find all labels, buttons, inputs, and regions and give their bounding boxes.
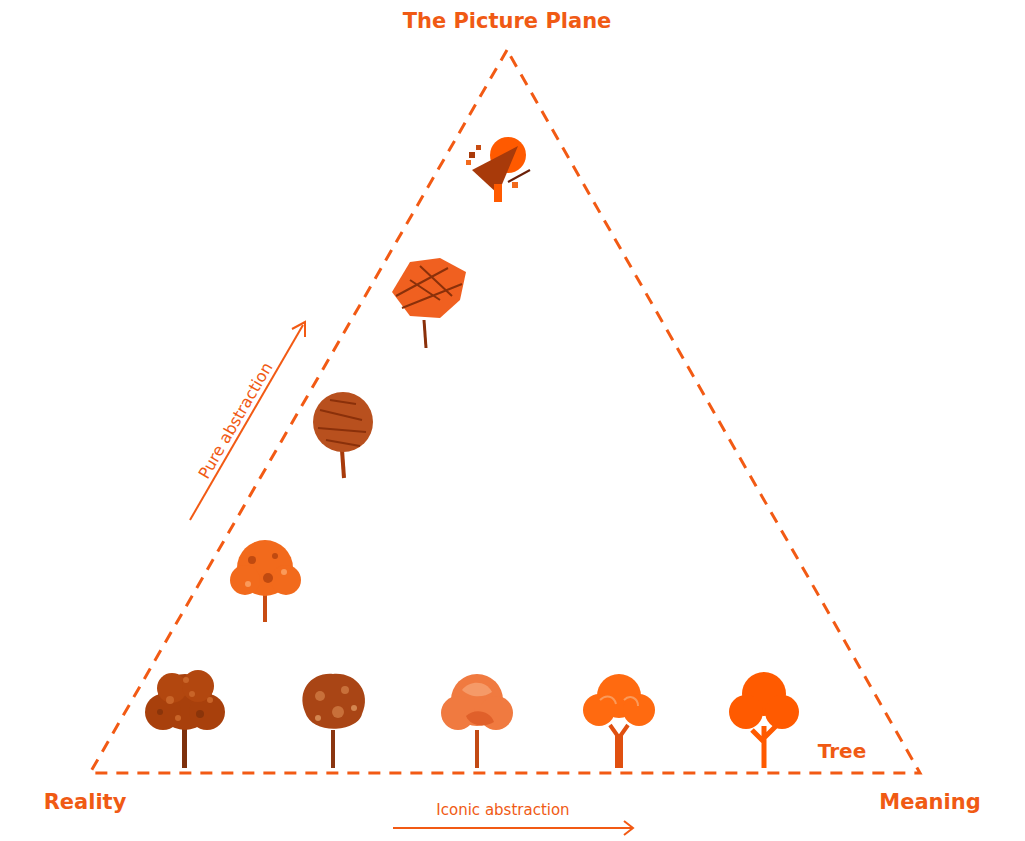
scribbled-tree <box>313 392 373 478</box>
label-anchor: Tree <box>815 739 869 763</box>
picture-plane-triangle <box>90 50 920 773</box>
label-anchor: Meaning <box>876 790 983 815</box>
realistic-tree <box>145 670 225 768</box>
label-text: Reality <box>41 790 130 815</box>
bright-textured-tree <box>230 540 301 622</box>
label-anchor: Reality <box>41 790 130 815</box>
simplified-tree <box>583 674 655 768</box>
label-anchor: The Picture Plane <box>400 9 615 34</box>
label-text: Tree <box>815 739 869 763</box>
painted-tree <box>441 674 513 768</box>
iconic-abstraction-arrow <box>393 821 633 835</box>
label-text: Meaning <box>876 790 983 815</box>
label-text: Iconic abstraction <box>433 801 572 819</box>
pure-abstraction-arrow <box>190 322 305 520</box>
label-text: Pure abstraction <box>193 357 278 485</box>
iconic-tree <box>729 672 799 768</box>
pure-abstract-shapes <box>466 137 530 202</box>
loose-scribble-tree <box>392 258 466 348</box>
label-text: The Picture Plane <box>400 9 615 34</box>
label-anchor: Pure abstraction <box>193 357 278 485</box>
label-anchor: Iconic abstraction <box>433 801 572 819</box>
textured-tree <box>302 674 365 768</box>
